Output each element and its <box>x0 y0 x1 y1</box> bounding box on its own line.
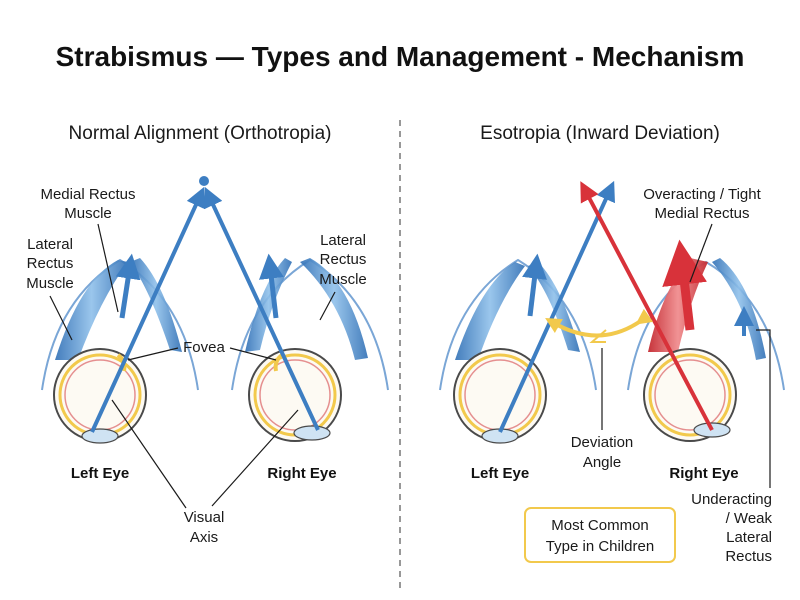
tight-pull-arrow <box>662 239 707 331</box>
fovea-right <box>273 353 284 372</box>
svg-text:Muscle: Muscle <box>64 205 112 222</box>
svg-text:Lateral: Lateral <box>320 232 366 249</box>
svg-text:Muscle: Muscle <box>319 271 367 288</box>
label-right-eye-normal: Right Eye <box>267 465 336 482</box>
svg-text:Muscle: Muscle <box>26 275 74 292</box>
label-lateral-rectus-left: Lateral Rectus Muscle <box>26 236 74 341</box>
medial-rectus-right-muscle <box>245 258 292 352</box>
svg-text:Angle: Angle <box>583 454 621 471</box>
label-lateral-rectus-right: Lateral Rectus Muscle <box>319 232 367 321</box>
left-panel-heading: Normal Alignment (Orthotropia) <box>69 123 332 144</box>
visual-axis-right <box>204 186 320 431</box>
right-panel-heading: Esotropia (Inward Deviation) <box>480 123 720 144</box>
tight-medial-rectus-muscle <box>648 258 708 352</box>
svg-text:Lateral: Lateral <box>27 236 73 253</box>
svg-text:Underacting: Underacting <box>691 491 772 508</box>
weak-lateral-rectus-muscle <box>712 258 766 360</box>
svg-text:Type in Children: Type in Children <box>546 538 654 555</box>
lateral-rectus-left-muscle <box>55 260 128 360</box>
visual-axis-left <box>90 186 205 433</box>
left-eye-normal <box>41 258 199 444</box>
label-overacting: Overacting / Tight Medial Rectus <box>643 186 762 283</box>
svg-text:Fovea: Fovea <box>183 339 225 356</box>
svg-text:Rectus: Rectus <box>320 251 367 268</box>
medial-rectus-left-muscle <box>130 258 182 352</box>
left-eye-esotropia <box>439 258 597 444</box>
visual-axis-left-esotropia <box>498 180 615 433</box>
svg-text:Rectus: Rectus <box>725 548 772 565</box>
right-eye-esotropia <box>627 258 785 442</box>
svg-text:Medial Rectus: Medial Rectus <box>654 205 749 222</box>
svg-text:Rectus: Rectus <box>27 255 74 272</box>
muscle-pull-arrow-right <box>259 253 284 319</box>
label-visual-axis: Visual Axis <box>111 399 299 546</box>
svg-text:Medial Rectus: Medial Rectus <box>40 186 135 203</box>
angle-icon <box>589 329 607 343</box>
lateral-rectus-right-muscle <box>300 258 368 360</box>
label-underacting: Underacting / Weak Lateral Rectus <box>691 329 773 565</box>
label-left-eye-esotropia: Left Eye <box>471 465 529 482</box>
page-title: Strabismus — Types and Management - Mech… <box>56 41 745 72</box>
muscle-pull-arrow-left <box>115 253 141 319</box>
svg-text:/ Weak: / Weak <box>726 510 773 527</box>
svg-text:Axis: Axis <box>190 529 218 546</box>
svg-text:Lateral: Lateral <box>726 529 772 546</box>
label-deviation-angle: Deviation Angle <box>571 348 634 471</box>
label-right-eye-esotropia: Right Eye <box>669 465 738 482</box>
svg-text:Visual: Visual <box>184 509 225 526</box>
svg-text:Deviation: Deviation <box>571 434 634 451</box>
svg-text:Most Common: Most Common <box>551 517 649 534</box>
label-left-eye-normal: Left Eye <box>71 465 129 482</box>
note-box: Most Common Type in Children <box>524 507 676 563</box>
label-fovea: Fovea <box>127 339 277 361</box>
right-eye-normal <box>231 258 389 442</box>
muscle-pull-arrow-left-esotropia <box>522 253 547 317</box>
label-medial-rectus: Medial Rectus Muscle <box>40 186 136 313</box>
fixation-target <box>199 176 209 186</box>
svg-text:Overacting / Tight: Overacting / Tight <box>643 186 761 203</box>
